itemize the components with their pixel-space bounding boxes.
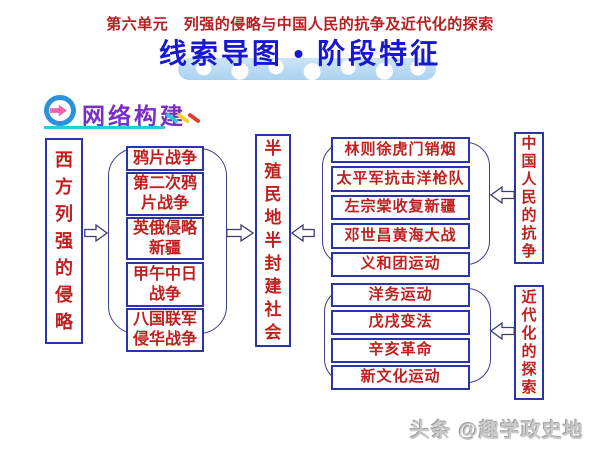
west-to-invasion-arrow bbox=[84, 223, 109, 247]
resistance-event-box: 左宗棠收复新疆 bbox=[331, 195, 470, 220]
left-arrow-icon bbox=[489, 185, 515, 205]
modernization-event-box: 新文化运动 bbox=[331, 365, 470, 390]
modernization-event-box: 辛亥革命 bbox=[331, 338, 470, 363]
resistance-event-box: 义和团运动 bbox=[331, 252, 470, 277]
resistance-event-box: 太平军抗击洋枪队 bbox=[331, 166, 470, 192]
page-title: 线索导图 • 阶段特征 bbox=[158, 38, 442, 69]
badge-underline bbox=[44, 126, 165, 129]
modernization-event-box: 戊戌变法 bbox=[331, 310, 470, 335]
invasion-event-box: 英俄侵略新疆 bbox=[126, 217, 204, 260]
invasion-to-society-arrow bbox=[226, 223, 255, 247]
right-arrow-icon bbox=[226, 223, 255, 243]
right-arrow-icon bbox=[84, 223, 109, 243]
modernization-exploration-box: 近代化的探索 bbox=[514, 285, 544, 400]
resistance-box-to-events-arrow bbox=[489, 185, 515, 209]
modernization-box-to-events-arrow bbox=[489, 321, 515, 345]
invasion-event-box: 甲午中日战争 bbox=[126, 262, 204, 307]
stripe-red bbox=[187, 112, 201, 124]
invasion-event-box: 第二次鸦片战争 bbox=[126, 172, 204, 216]
arrow-circle-icon bbox=[44, 95, 76, 126]
resistance-event-box: 邓世昌黄海大战 bbox=[331, 223, 470, 249]
left-arrow-icon bbox=[489, 321, 515, 341]
western-invasion-box: 西方列强的侵略 bbox=[45, 138, 83, 344]
resistance-event-box: 林则徐虎门销烟 bbox=[331, 137, 470, 163]
peoples-resistance-box: 中国人民的抗争 bbox=[514, 132, 544, 264]
left-arrow-icon bbox=[290, 223, 315, 243]
watermark: 头条 @趣学政史地 bbox=[409, 420, 584, 442]
unit-title: 第六单元 列强的侵略与中国人民的抗争及近代化的探索 bbox=[106, 17, 494, 33]
pink-arrow-icon bbox=[50, 104, 67, 117]
modernization-event-box: 洋务运动 bbox=[331, 283, 470, 307]
doves-band-decoration bbox=[178, 58, 436, 80]
invasion-event-box: 鸦片战争 bbox=[126, 146, 204, 171]
semi-colonial-society-box: 半殖民地半封建社会 bbox=[255, 134, 291, 347]
resistance-to-society-arrow bbox=[290, 223, 315, 247]
invasion-event-box: 八国联军侵华战争 bbox=[126, 308, 204, 352]
